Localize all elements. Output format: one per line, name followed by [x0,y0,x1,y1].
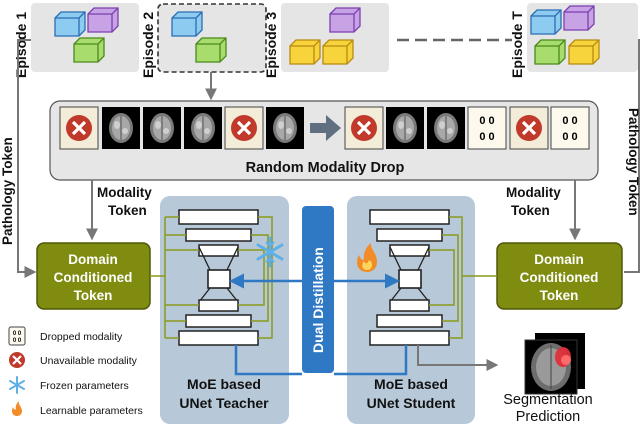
mri-tile [385,106,425,150]
dropped-glyph-2: 0 0 [479,131,494,143]
snowflake-icon [256,236,284,268]
segmentation-prediction-image [524,333,585,395]
dropped-modality-icon: 0 0 0 0 [8,326,26,346]
drop-transform-arrow [310,115,341,141]
dropped-glyph-1: 0 0 [479,115,494,127]
legend-label-frozen: Frozen parameters [40,380,129,392]
random-modality-drop-panel: 0 0 0 0 0 0 0 0 Random Modality Drop [49,100,599,181]
unavailable-modality-icon [9,352,25,368]
left-modality-token-line2: Token [108,203,147,218]
left-domain-token-l1: Domain [68,252,118,267]
flame-icon-legend [12,401,23,416]
unet-teacher-panel: MoE based UNet Teacher [160,196,289,424]
mri-tile [101,106,141,150]
student-to-distill-line [334,345,408,376]
right-pathology-label: Pathology Token [626,108,640,216]
unet-student-panel: MoE based UNet Student [347,196,475,424]
dropped-glyph-4: 0 0 [562,131,577,143]
right-pathology-line [624,39,640,273]
unavailable-modality-tile [343,105,385,151]
mri-tile [142,106,182,150]
left-domain-token-l2: Conditioned [54,270,133,285]
drop-bar-title: Random Modality Drop [246,160,405,176]
left-domain-token-box: Domain Conditioned Token [36,242,151,310]
mri-tile [426,106,466,150]
teacher-label-line2: UNet Teacher [179,395,269,411]
right-modality-token-line2: Token [511,203,550,218]
right-domain-token-l2: Conditioned [520,270,599,285]
snowflake-icon-legend [9,376,25,394]
episode-t [527,3,638,72]
student-label-line1: MoE based [374,376,448,392]
episode-3 [281,3,389,72]
right-domain-token-l3: Token [540,288,579,303]
right-domain-token-l1: Domain [534,252,584,267]
unavailable-modality-tile [508,105,550,151]
segmentation-label-line2: Prediction [516,409,580,425]
left-token-to-teacher [150,216,199,339]
episode-2 [157,3,267,73]
left-modality-token-line1: Modality [97,185,152,200]
dropped-glyph-3: 0 0 [562,115,577,127]
student-to-segmentation-arrow [417,345,499,371]
teacher-to-distill-line [234,345,302,376]
episode-2-label: Episode 2 [140,12,156,78]
teacher-label-line1: MoE based [187,376,261,392]
legend: 0 0 0 0 Dropped modality Unavailable mod… [8,326,143,417]
right-domain-token-box: Domain Conditioned Token [496,242,623,310]
episode-1 [31,3,139,72]
left-domain-token-l3: Token [74,288,113,303]
legend-label-unavailable: Unavailable modality [40,355,138,367]
episode-1-label: Episode 1 [13,12,29,78]
unavailable-modality-tile [58,105,100,151]
episode-t-label: Episode T [509,11,525,78]
unavailable-modality-tile [223,105,265,151]
dual-distillation-bar: Dual Distillation [302,206,334,373]
dual-distillation-label: Dual Distillation [310,247,326,353]
left-pathology-label: Pathology Token [0,137,15,245]
legend-label-dropped: Dropped modality [40,331,123,343]
left-pathology-line [17,39,37,278]
legend-label-learnable: Learnable parameters [40,405,143,417]
episode-3-label: Episode 3 [263,12,279,78]
segmentation-label-line1: Segmentation [503,392,592,408]
mri-tile [183,106,223,150]
flame-icon [357,243,377,272]
student-label-line2: UNet Student [367,395,456,411]
svg-text:0 0: 0 0 [13,331,22,337]
svg-text:0 0: 0 0 [13,338,22,344]
mri-tile [265,106,305,150]
right-modality-token-line1: Modality [506,185,561,200]
